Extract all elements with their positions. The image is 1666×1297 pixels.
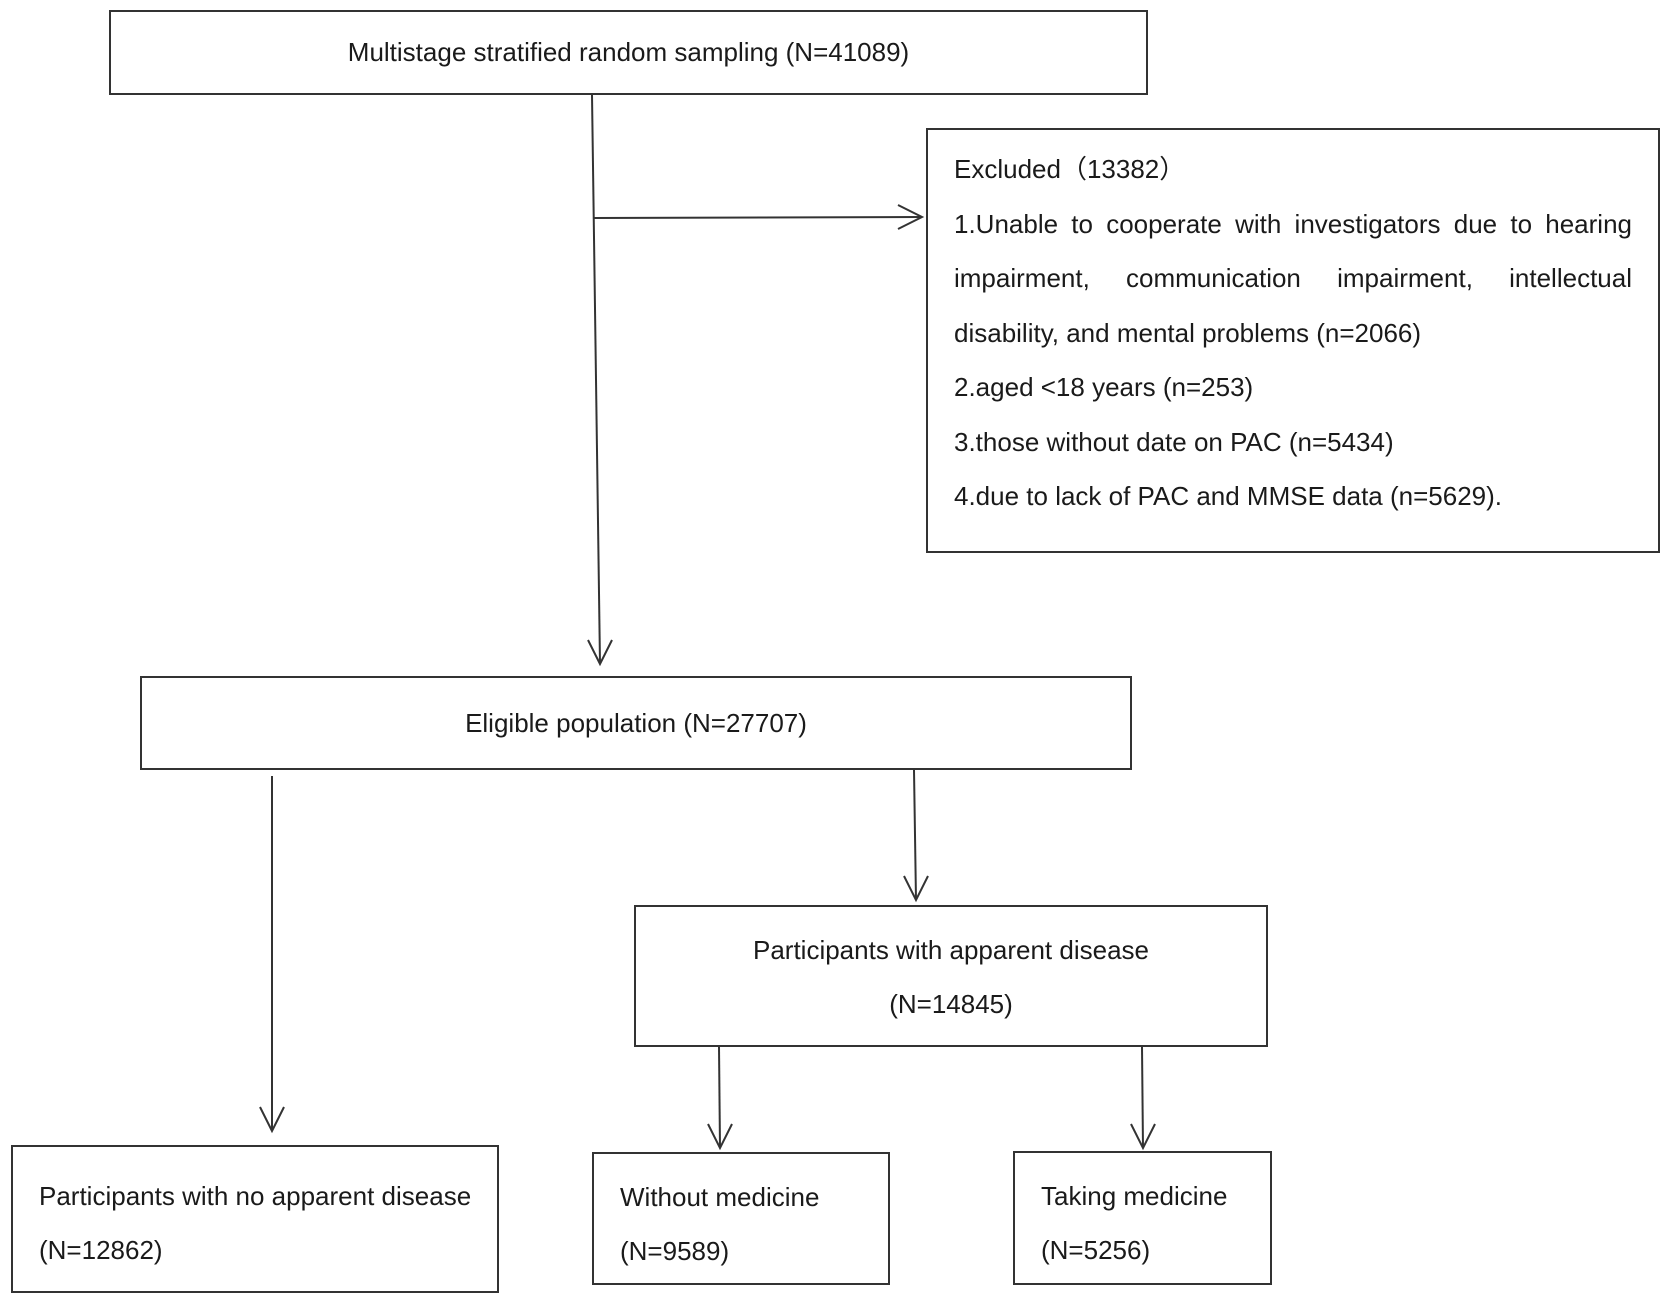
- without-medicine-count: (N=9589): [620, 1236, 730, 1266]
- excluded-reason-1-line-1: 1.Unable to cooperate with investigators…: [954, 208, 1632, 239]
- no-apparent-disease-box: Participants with no apparent disease (N…: [11, 1145, 499, 1293]
- taking-medicine-label: Taking medicine: [1041, 1181, 1228, 1211]
- without-medicine-box: Without medicine (N=9589): [592, 1152, 890, 1285]
- excluded-reason-4: 4.due to lack of PAC and MMSE data (n=56…: [954, 481, 1502, 511]
- connector-to-excluded: [593, 216, 923, 219]
- apparent-disease-box: Participants with apparent disease (N=14…: [634, 905, 1268, 1047]
- taking-medicine-box: Taking medicine (N=5256): [1013, 1151, 1272, 1285]
- arrowhead-no-disease: [259, 1106, 285, 1134]
- connector-disease-to-without: [718, 1046, 721, 1149]
- eligible-box: Eligible population (N=27707): [140, 676, 1132, 770]
- excluded-reason-1-line-2: impairment, communication impairment, in…: [954, 263, 1632, 293]
- connector-disease-to-taking: [1141, 1046, 1144, 1149]
- without-medicine-label: Without medicine: [620, 1182, 820, 1212]
- no-apparent-disease-label: Participants with no apparent disease: [39, 1181, 472, 1211]
- arrowhead-taking: [1130, 1123, 1156, 1151]
- sampling-label: Multistage stratified random sampling (N…: [347, 37, 910, 67]
- no-apparent-disease-count: (N=12862): [39, 1235, 163, 1265]
- eligible-label: Eligible population (N=27707): [465, 708, 807, 738]
- excluded-reason-2: 2.aged <18 years (n=253): [954, 372, 1254, 402]
- arrowhead-without: [707, 1123, 733, 1151]
- arrowhead-disease: [903, 875, 929, 903]
- taking-medicine-count: (N=5256): [1041, 1235, 1151, 1265]
- excluded-box: Excluded（13382） 1.Unable to cooperate wi…: [926, 128, 1660, 553]
- arrowhead-excluded: [897, 204, 925, 230]
- excluded-reason-1-line-3: disability, and mental problems (n=2066): [954, 317, 1422, 348]
- excluded-title: Excluded（13382）: [954, 154, 1186, 184]
- arrowhead-eligible: [587, 639, 613, 667]
- apparent-disease-label: Participants with apparent disease: [752, 935, 1149, 965]
- excluded-reason-3: 3.those without date on PAC (n=5434): [954, 426, 1394, 457]
- connector-eligible-to-disease: [913, 769, 917, 901]
- apparent-disease-count: (N=14845): [889, 989, 1013, 1019]
- sampling-box: Multistage stratified random sampling (N…: [109, 10, 1148, 95]
- connector-sampling-to-eligible: [591, 94, 601, 665]
